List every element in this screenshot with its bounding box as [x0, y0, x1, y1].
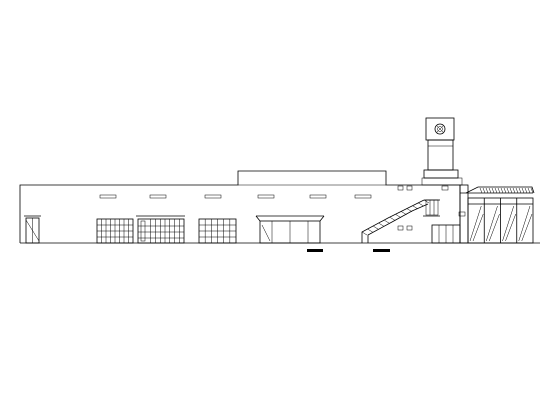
right-wing — [431, 184, 535, 244]
drawing-line — [423, 199, 430, 204]
drawing-line — [521, 187, 525, 194]
main-building-outline — [19, 170, 461, 243]
drawing-line — [524, 187, 528, 194]
storefront-bay-1 — [96, 218, 134, 244]
drawing-line — [367, 228, 373, 233]
ground-marker-left — [307, 249, 323, 252]
drawing-line — [515, 187, 519, 194]
drawing-line — [518, 205, 531, 242]
drawing-line — [395, 214, 401, 218]
clerestory-windows — [99, 194, 372, 199]
storefront-bay-2 — [136, 215, 185, 244]
drawing-line — [488, 187, 492, 194]
drawing-line — [486, 205, 498, 242]
drawing-line — [509, 187, 513, 194]
drawing-line — [472, 213, 484, 242]
drawing-line — [502, 205, 514, 242]
drawing-line — [530, 187, 534, 194]
drawing-line — [418, 202, 424, 207]
drawing-line — [489, 213, 500, 242]
drawing-line — [500, 187, 504, 194]
drawing-line — [494, 187, 498, 194]
drawing-line — [406, 208, 413, 212]
drawing-line — [491, 187, 495, 194]
side-wall-windows — [397, 185, 449, 231]
drawing-line — [378, 223, 385, 227]
drawing-line — [512, 187, 516, 194]
storefront-bay-3 — [198, 218, 237, 244]
drawing-line — [485, 187, 489, 194]
drawing-line — [527, 187, 531, 194]
drawing-line — [361, 231, 368, 236]
drawing-line — [469, 205, 482, 242]
drawing-line — [505, 213, 516, 242]
drawing-line — [521, 213, 533, 242]
drawing-line — [497, 187, 501, 194]
tower — [421, 117, 463, 186]
drawing-line — [482, 187, 486, 194]
drawing-line — [412, 205, 418, 210]
exterior-stair — [361, 199, 440, 243]
drawing-line — [373, 225, 379, 230]
drawing-line — [384, 220, 390, 224]
drawing-line — [401, 211, 407, 215]
drawing-line — [390, 217, 396, 221]
ground-marker-right — [373, 249, 390, 252]
drawing-line — [503, 187, 507, 194]
roundel-emblem-icon — [434, 123, 446, 135]
central-entrance — [255, 215, 325, 244]
drawing-line — [518, 187, 522, 194]
left-entrance-door — [24, 215, 41, 244]
drawing-line — [479, 187, 483, 194]
drawing-line — [506, 187, 510, 194]
